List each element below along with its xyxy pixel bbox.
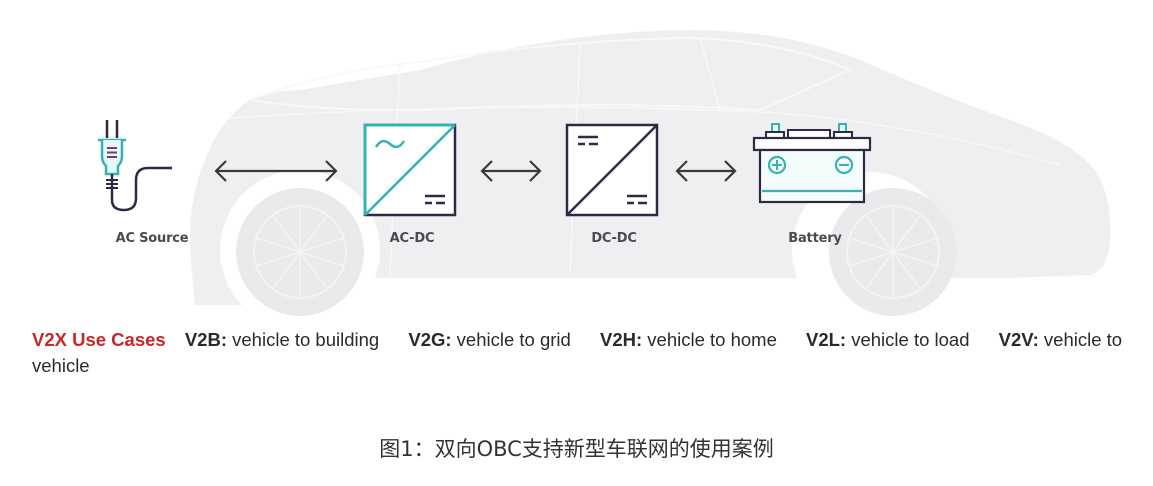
legend-text: vehicle to grid [451, 329, 571, 350]
car-belt-line [229, 106, 1061, 166]
ac-dc-converter-icon [363, 123, 457, 217]
figure-caption: 图1：双向OBC支持新型车联网的使用案例 [379, 437, 774, 461]
dc-dc-label: DC-DC [591, 231, 637, 246]
bidirectional-arrow-icon [214, 160, 338, 182]
v2x-legend: V2X Use Cases V2B: vehicle to building V… [32, 327, 1152, 379]
diagram: AC Source AC-DC DC-DC [98, 30, 1111, 316]
ac-dc-label: AC-DC [389, 231, 435, 246]
legend-code: V2V: [998, 329, 1039, 350]
legend-code: V2B: [184, 329, 227, 350]
bidirectional-arrow-icon [480, 160, 542, 182]
car-window-line [249, 36, 853, 112]
legend-item-v2g: V2G: vehicle to grid [408, 329, 570, 350]
legend-code: V2G: [408, 329, 452, 350]
front-wheel [829, 188, 957, 316]
legend-item-v2l: V2L: vehicle to load [806, 329, 970, 350]
legend-title: V2X Use Cases [32, 329, 166, 350]
legend-item-v2v: V2V: vehicle to vehicle [32, 329, 1122, 376]
bidirectional-arrow-icon [675, 160, 737, 182]
legend-text: vehicle to vehicle [32, 329, 1123, 376]
battery-icon [752, 123, 872, 204]
legend-text: vehicle to home [642, 329, 777, 350]
legend-text: vehicle to load [846, 329, 970, 350]
legend-item-v2b: V2B: vehicle to building [185, 329, 379, 350]
legend-text: vehicle to building [227, 329, 380, 350]
battery-label: Battery [788, 231, 842, 246]
legend-code: V2L: [806, 329, 847, 350]
ac-source-label: AC Source [115, 231, 189, 246]
dc-dc-converter-icon [565, 123, 659, 217]
rear-wheel [236, 188, 364, 316]
legend-item-v2h: V2H: vehicle to home [600, 329, 777, 350]
plug-icon [98, 120, 172, 212]
legend-code: V2H: [599, 329, 643, 350]
